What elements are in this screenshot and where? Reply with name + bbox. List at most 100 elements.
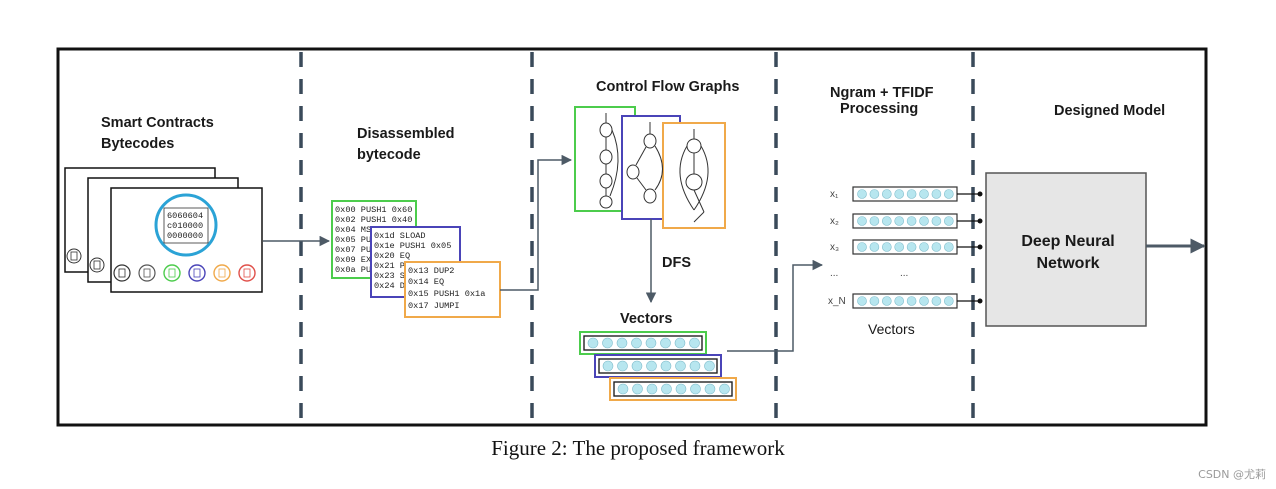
vector-element [894,189,905,199]
vector-element [919,189,929,199]
vector-element [646,360,657,372]
vector-element [919,296,929,306]
section-title-ngram: Ngram + TFIDF [830,85,934,101]
vector-element [894,296,905,306]
vector-element [645,337,657,349]
asm-line: 0x05 PUS [335,235,376,245]
vector-element [660,360,672,372]
dnn-label-1: Deep Neural [1021,233,1114,250]
dnn-box [985,172,1147,327]
vector-element [931,296,942,306]
vectors-label-middle: Vectors [620,311,672,327]
vector-element [660,337,671,349]
control-flow-graphs [574,106,726,229]
vector-element [869,242,880,252]
vector-element [931,189,942,199]
vector-element [675,383,687,395]
vector-element [869,296,880,306]
vector-element [690,383,701,395]
vectors-label-right: Vectors [868,321,915,337]
vector-element [616,337,628,349]
asm-line: 0x21 P [374,261,405,271]
vector-element [906,296,917,306]
outer-frame [56,47,1208,427]
asm-line: 0x17 JUMPI [408,301,460,311]
asm-line: 0x23 S [374,271,405,281]
asm-line: 0x04 MST [335,225,376,235]
vector-element [675,360,686,372]
asm-line: 0x20 EQ [374,251,410,261]
document-red-icon [238,264,256,282]
asm-line: 0x1e PUSH1 0x05 [374,241,451,251]
framework-diagram: Smart Contracts Bytecodes Disassembled b… [56,47,1208,427]
vector-element [881,242,892,252]
vector-element [719,383,730,395]
vector-element [894,242,905,252]
dots-label: ... [830,268,838,279]
document-icon [113,264,131,282]
vector-element [869,189,880,199]
document-icon [66,248,82,264]
dfs-label: DFS [662,255,691,271]
bytecode-documents: 6060604 c010000 0000000 [64,167,263,293]
ngram-element-circles [857,189,954,306]
hex-line-2: c010000 [167,221,203,231]
vector-element [646,383,658,395]
vector-element [943,216,954,226]
x2-label: x₂ [830,216,839,227]
figure-caption: Figure 2: The proposed framework [491,436,785,460]
disassembly-listing: 0x00 PUSH1 0x60 0x02 PUSH1 0x40 0x04 MST… [331,200,501,318]
hex-line-3: 0000000 [167,231,203,241]
asm-line: 0x02 PUSH1 0x40 [335,215,412,225]
section-title-smart-contracts: Smart Contracts [101,115,214,131]
arrow-to-ngram [727,259,824,352]
section-dividers [299,52,975,423]
section-title-disassembled-2: bytecode [357,147,421,163]
watermark: CSDN @尤莉 [1198,468,1266,481]
asm-line: 0x13 DUP2 [408,266,454,276]
asm-line: 0x14 EQ [408,277,444,287]
vector-element [943,242,954,252]
vector-element [943,189,954,199]
vector-element [857,242,867,252]
vector-element [602,337,613,349]
vector-element [894,216,905,226]
document-blue-icon [188,264,206,282]
asm-line: 0x09 EXP [335,255,376,265]
dnn-label-2: Network [1036,255,1099,272]
vector-element [704,383,716,395]
vector-element [906,216,917,226]
asm-line: 0x00 PUSH1 0x60 [335,205,412,215]
section-title-ngram-2: Processing [840,101,918,117]
asm-line: 0x1d SLOAD [374,231,426,241]
arrow-to-cfg [500,154,573,291]
vector-element [602,360,614,372]
vector-element [689,337,700,349]
vector-element [881,216,892,226]
ngram-vectors: x₁ x₂ x₃ ... ... x_N [828,186,983,309]
asm-line: 0x07 PUS [335,245,376,255]
section-title-disassembled: Disassembled [357,126,455,142]
vector-element [631,337,642,349]
asm-line: 0x24 D [374,281,405,291]
vector-element [881,296,892,306]
vector-bars-middle [579,331,737,401]
vector-element [704,360,715,372]
asm-line: 0x0a PUS [335,265,376,275]
vector-element [906,242,917,252]
vector-element [857,296,867,306]
vector-element [617,383,629,395]
vector-element [931,216,942,226]
section-title-cfg: Control Flow Graphs [596,79,739,95]
vector-element [857,216,867,226]
section-title-designed-model: Designed Model [1054,103,1165,119]
vector-element [689,360,701,372]
vector-element-circles [587,337,730,395]
vector-element [661,383,672,395]
document-green-icon [163,264,181,282]
vector-element [919,216,929,226]
vector-element [919,242,929,252]
xn-label: x_N [828,296,846,307]
vector-element [869,216,880,226]
x3-label: x₃ [830,242,839,253]
